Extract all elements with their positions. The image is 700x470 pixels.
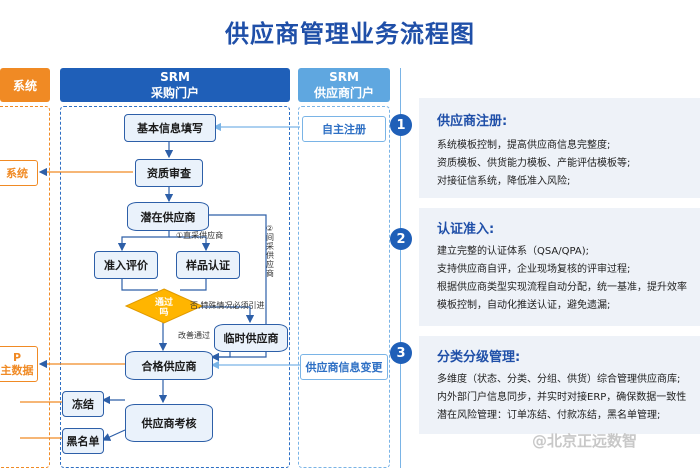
lane-header-srm-buy-l1: SRM bbox=[160, 70, 190, 84]
step-2-line-1: 建立完整的认证体系（QSA/QPA); bbox=[437, 246, 589, 257]
step-2-line-2: 支持供应商自评，企业现场复核的评审过程; bbox=[437, 264, 631, 275]
node-blacklist: 黑名单 bbox=[62, 428, 104, 454]
step-2-title: 认证准入: bbox=[437, 222, 495, 237]
step-2-number: 2 bbox=[390, 228, 412, 250]
lane-header-srm-sup-l2: 供应商门户 bbox=[313, 86, 374, 100]
step-3-title: 分类分级管理: bbox=[437, 350, 521, 365]
node-intro-eval-label: 准入评价 bbox=[104, 259, 148, 272]
node-erp-partial: P 主数据 bbox=[0, 346, 38, 382]
node-blacklist-label: 黑名单 bbox=[66, 435, 100, 448]
node-pass-label: 通过 吗 bbox=[154, 298, 173, 318]
step-1-line-2: 资质模板、供货能力模板、产能评估模板等; bbox=[437, 158, 631, 169]
step-1-panel: 供应商注册: 系统模板控制，提高供应商信息完整度; 资质模板、供货能力模板、产能… bbox=[419, 98, 700, 198]
edge-label-special: 否,特殊情况必须引进 bbox=[190, 301, 265, 310]
lane-system bbox=[0, 106, 50, 468]
node-erp-partial-l1: P bbox=[12, 351, 22, 364]
step-3-number: 3 bbox=[390, 342, 412, 364]
node-freeze: 冻结 bbox=[62, 391, 104, 417]
page-title: 供应商管理业务流程图 bbox=[225, 20, 475, 48]
node-self-register: 自主注册 bbox=[302, 116, 386, 142]
step-2-panel: 认证准入: 建立完整的认证体系（QSA/QPA); 支持供应商自评，企业现场复核… bbox=[419, 208, 700, 326]
edge-label-indirect: ②间采供应商 bbox=[266, 224, 274, 278]
node-info-change-label: 供应商信息变更 bbox=[305, 361, 383, 374]
node-supplier-eval: 供应商考核 bbox=[125, 404, 213, 442]
edge-label-improve: 改善通过 bbox=[178, 331, 210, 340]
node-erp-partial-l2: 主数据 bbox=[0, 364, 34, 377]
node-basic-info: 基本信息填写 bbox=[124, 114, 216, 142]
lane-header-srm-buy-l2: 采购门户 bbox=[150, 86, 199, 100]
node-qual-review: 资质审查 bbox=[135, 159, 203, 187]
node-sample-cert-label: 样品认证 bbox=[186, 259, 230, 272]
step-3-panel: 分类分级管理: 多维度（状态、分类、分组、供货）综合管理供应商库; 内外部门户信… bbox=[419, 336, 700, 434]
step-3-line-3: 潜在风险管理：订单冻结、付款冻结，黑名单管理; bbox=[437, 410, 661, 421]
node-sample-cert: 样品认证 bbox=[176, 251, 240, 279]
node-qualified-supplier-label: 合格供应商 bbox=[141, 359, 197, 373]
lane-header-system-label: 系统 bbox=[12, 78, 37, 93]
node-info-change: 供应商信息变更 bbox=[300, 354, 388, 380]
node-potential-supplier: 潜在供应商 bbox=[127, 202, 209, 231]
node-temp-supplier-label: 临时供应商 bbox=[223, 332, 279, 345]
node-freeze-label: 冻结 bbox=[72, 398, 94, 411]
node-temp-supplier: 临时供应商 bbox=[214, 324, 288, 352]
divider bbox=[400, 68, 401, 468]
step-2-line-3: 根据供应商类型实现流程自动分配，统一基准，提升效率 bbox=[437, 282, 687, 293]
step-1-number: 1 bbox=[390, 114, 412, 136]
node-system-partial: 系统 bbox=[0, 160, 38, 186]
lane-header-srm-sup: SRM 供应商门户 bbox=[298, 68, 390, 102]
node-qual-review-label: 资质审查 bbox=[147, 167, 191, 180]
node-qualified-supplier: 合格供应商 bbox=[125, 351, 213, 380]
watermark: @北京正远数智 bbox=[532, 432, 638, 450]
step-1-title: 供应商注册: bbox=[437, 114, 508, 129]
lane-header-srm-sup-l1: SRM bbox=[329, 70, 359, 84]
node-pass-decision bbox=[124, 288, 204, 324]
node-system-partial-label: 系统 bbox=[6, 167, 28, 180]
step-2-line-4: 模板控制，自动化推送认证，避免遗漏; bbox=[437, 300, 611, 311]
node-intro-eval: 准入评价 bbox=[94, 251, 158, 279]
lane-header-system: 系统 bbox=[0, 68, 50, 102]
lane-srm-sup bbox=[298, 106, 390, 468]
node-supplier-eval-label: 供应商考核 bbox=[141, 417, 197, 430]
step-3-line-2: 内外部门户信息同步，并实时对接ERP，确保数据一致性 bbox=[437, 392, 687, 403]
step-1-line-3: 对接征信系统，降低准入风险; bbox=[437, 176, 571, 187]
edge-label-direct: ①直采供应商 bbox=[176, 231, 224, 240]
step-3-line-1: 多维度（状态、分类、分组、供货）综合管理供应商库; bbox=[437, 374, 681, 385]
node-basic-info-label: 基本信息填写 bbox=[137, 122, 203, 135]
lane-header-srm-buy: SRM 采购门户 bbox=[60, 68, 290, 102]
node-potential-supplier-label: 潜在供应商 bbox=[140, 210, 196, 224]
lane-srm-buy bbox=[60, 106, 290, 468]
node-self-register-label: 自主注册 bbox=[322, 123, 366, 136]
step-1-line-1: 系统模板控制，提高供应商信息完整度; bbox=[437, 140, 611, 151]
